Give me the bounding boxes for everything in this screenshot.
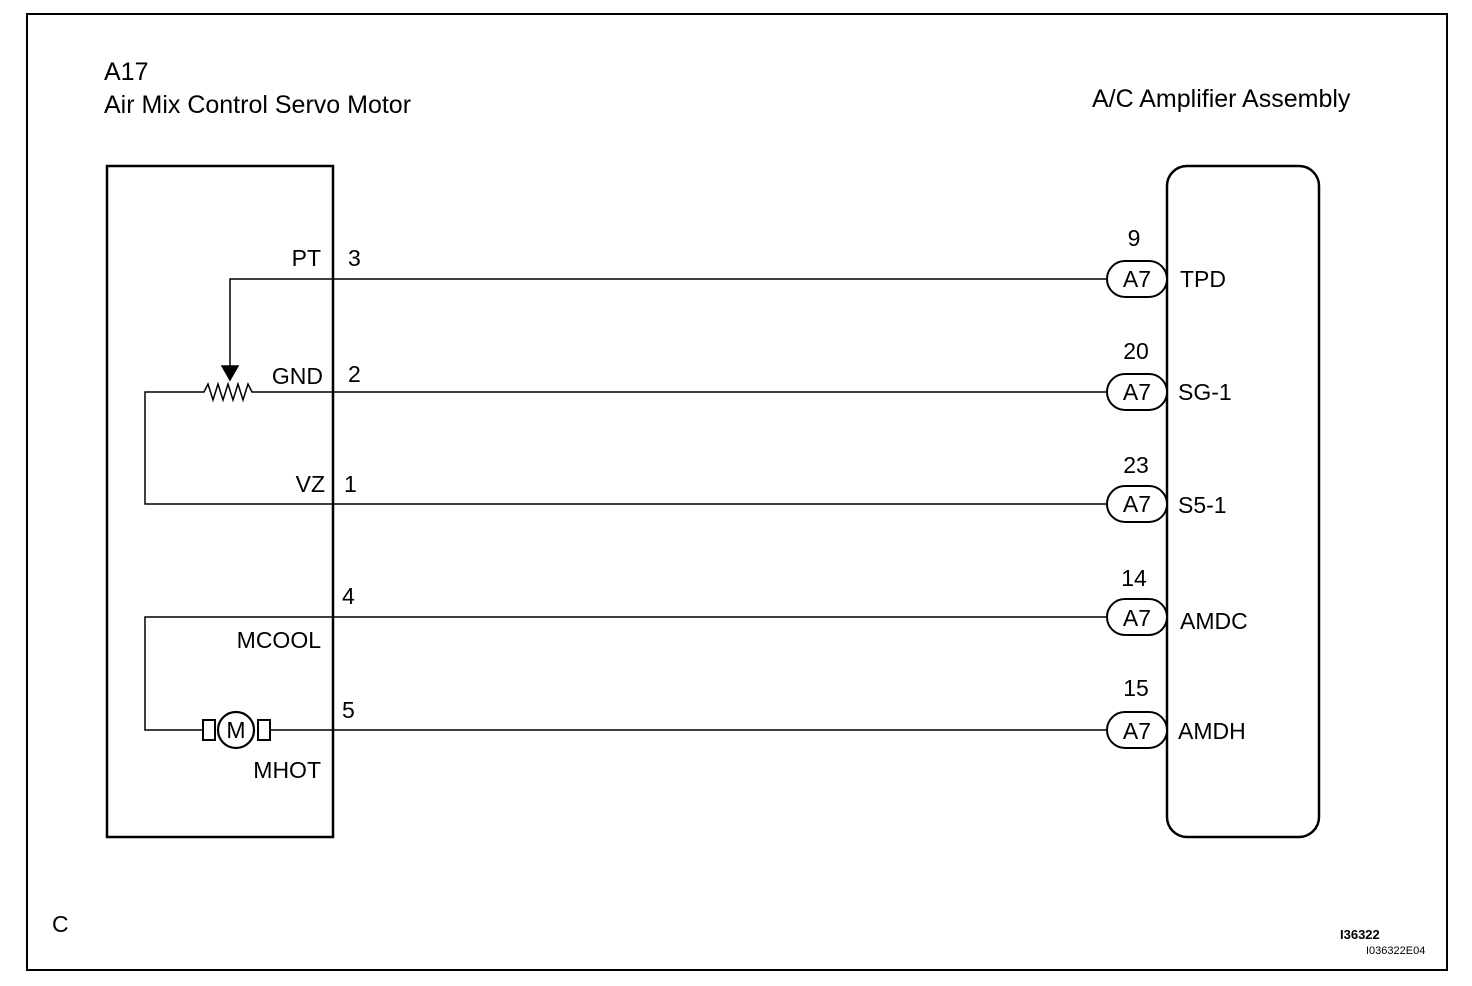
amplifier-terminal-label: SG-1: [1178, 379, 1232, 405]
motor-symbol-label: M: [226, 717, 245, 743]
connector-code: A7: [1123, 718, 1151, 744]
servo-terminal-label: GND: [272, 363, 323, 389]
amplifier-pin-number: 15: [1123, 675, 1149, 701]
servo-motor-box: [105, 164, 335, 839]
amplifier-connector: 20 A7 SG-1: [1106, 338, 1232, 411]
amplifier-pin-number: 9: [1128, 225, 1141, 251]
amplifier-connector: 9 A7 TPD: [1106, 225, 1226, 298]
amplifier-name: A/C Amplifier Assembly: [1092, 85, 1351, 113]
servo-terminal-label: MHOT: [253, 757, 321, 783]
amplifier-terminal-label: S5-1: [1178, 492, 1227, 518]
servo-pin-number: 1: [344, 471, 357, 497]
amplifier-pin-number: 20: [1123, 338, 1149, 364]
amplifier-connector: 15 A7 AMDH: [1106, 675, 1246, 749]
connector-code: A7: [1123, 266, 1151, 292]
connector-code: A7: [1123, 491, 1151, 517]
potentiometer-symbol: [144, 278, 333, 505]
servo-name: Air Mix Control Servo Motor: [104, 91, 411, 119]
amplifier-pin-number: 14: [1121, 565, 1147, 591]
amplifier-connector: 14 A7 AMDC: [1106, 565, 1248, 636]
servo-pin-number: 3: [348, 245, 361, 271]
servo-terminal-label: PT: [292, 245, 321, 271]
figure-id: I36322: [1340, 927, 1380, 942]
figure-code: I036322E04: [1366, 945, 1425, 957]
diagram-frame: [26, 13, 1448, 971]
amplifier-connector: 23 A7 S5-1: [1106, 452, 1227, 523]
amplifier-terminal-label: AMDC: [1180, 608, 1248, 634]
servo-terminal-label: VZ: [296, 471, 325, 497]
amplifier-terminal-label: TPD: [1180, 266, 1226, 292]
motor-circuit: [144, 616, 333, 750]
connector-code: A7: [1123, 379, 1151, 405]
amplifier-pin-number: 23: [1123, 452, 1149, 478]
servo-terminal-label: MCOOL: [237, 627, 322, 653]
servo-pin-number: 2: [348, 361, 361, 387]
connector-code: A7: [1123, 605, 1151, 631]
amplifier-terminal-label: AMDH: [1178, 718, 1246, 744]
servo-code: A17: [104, 58, 148, 86]
servo-pin-number: 4: [342, 583, 355, 609]
corner-letter: C: [52, 911, 69, 937]
servo-pin-number: 5: [342, 697, 355, 723]
